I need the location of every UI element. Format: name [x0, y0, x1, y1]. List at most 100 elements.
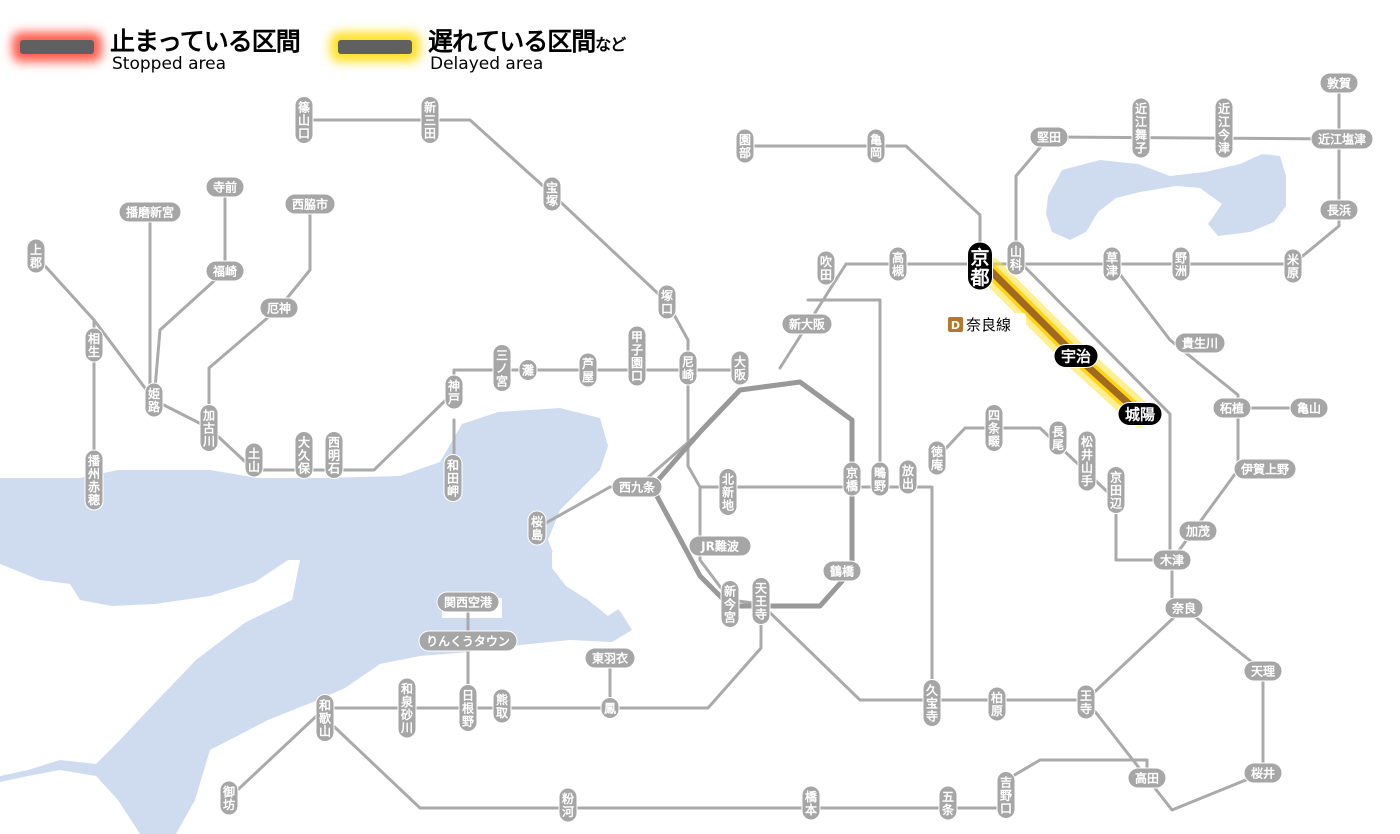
station-osaka[interactable]: 大阪 [730, 350, 750, 386]
station-hanaten[interactable]: 放出 [898, 459, 918, 495]
station-shigino[interactable]: 鴫野 [870, 461, 890, 497]
station-kumatori[interactable]: 熊取 [492, 688, 512, 724]
station-nishiwakishi[interactable]: 西脇市 [284, 193, 336, 215]
station-higashihagoromo[interactable]: 東羽衣 [584, 647, 636, 669]
station-tennoji[interactable]: 天王寺 [751, 577, 771, 625]
station-kameyama[interactable]: 亀山 [1289, 397, 1329, 419]
station-hashimoto[interactable]: 橋本 [801, 785, 821, 821]
station-kamigori[interactable]: 上郡 [26, 238, 46, 274]
station-badge [801, 785, 821, 821]
station-nara[interactable]: 奈良 [1164, 597, 1204, 619]
station-maibara[interactable]: 米原 [1283, 248, 1303, 284]
station-label: 桜井 [1251, 766, 1275, 781]
station-kansaiairport[interactable]: 関西空港 [436, 591, 500, 613]
station-kokawa[interactable]: 粉河 [558, 787, 578, 823]
station-nada[interactable]: 灘 [518, 359, 538, 381]
station-kibukawa[interactable]: 貴生川 [1174, 332, 1226, 354]
station-kobe[interactable]: 神戸 [444, 374, 464, 410]
station-kyobashi[interactable]: 京橋 [842, 461, 862, 497]
station-omiimazu[interactable]: 近江今津 [1214, 97, 1234, 159]
station-kyuhoji[interactable]: 久宝寺 [922, 679, 942, 727]
station-takada[interactable]: 高田 [1127, 767, 1167, 789]
station-nagao[interactable]: 長尾 [1048, 420, 1068, 456]
station-tsuruga[interactable]: 敦賀 [1319, 72, 1359, 94]
station-yakujin[interactable]: 厄神 [259, 297, 299, 319]
station-sannomiya[interactable]: 三ノ宮 [492, 344, 512, 392]
station-amagasaki[interactable]: 尼崎 [678, 350, 698, 386]
station-fukusaki[interactable]: 福崎 [205, 260, 245, 282]
station-wadamisaki[interactable]: 和田岬 [443, 454, 463, 502]
station-nishiakashi[interactable]: 西明石 [324, 431, 344, 479]
station-wakayama[interactable]: 和歌山 [315, 694, 335, 742]
station-kitashinchi[interactable]: 北新地 [718, 468, 738, 516]
station-tsuruhashi[interactable]: 鶴橋 [822, 560, 862, 582]
station-kyoto[interactable]: 京都 [967, 241, 993, 291]
station-kusatsu[interactable]: 草津 [1102, 246, 1122, 282]
station-sonobe[interactable]: 園部 [735, 128, 755, 164]
station-omishiotsu[interactable]: 近江塩津 [1310, 128, 1374, 150]
station-harimashingu[interactable]: 播磨新宮 [118, 201, 182, 223]
station-badge [898, 459, 918, 495]
track-8 [152, 185, 227, 402]
station-yamashina[interactable]: 山科 [1006, 240, 1026, 276]
station-izumisunagawa[interactable]: 和泉砂川 [397, 677, 417, 739]
station-kamo[interactable]: 加茂 [1178, 520, 1218, 542]
station-shinsanda[interactable]: 新三田 [420, 96, 440, 144]
station-label: 吹田 [820, 254, 833, 282]
station-tenri[interactable]: 天理 [1243, 660, 1283, 682]
station-otori[interactable]: 鳳 [600, 697, 620, 719]
station-label: 新三田 [424, 100, 436, 141]
station-hineno[interactable]: 日根野 [458, 684, 478, 732]
station-tokuan[interactable]: 徳庵 [927, 440, 947, 476]
station-tsuge[interactable]: 柘植 [1212, 397, 1252, 419]
station-dobo[interactable]: 土山 [244, 442, 264, 478]
station-himeji[interactable]: 姫路 [144, 382, 164, 418]
station-gojo[interactable]: 五条 [938, 785, 958, 821]
station-harimaako[interactable]: 播州赤穂 [84, 449, 104, 511]
station-badge [1319, 199, 1359, 221]
station-matsuiyamate[interactable]: 松井山手 [1077, 430, 1097, 492]
station-shijonawate[interactable]: 四条畷 [984, 404, 1004, 452]
station-yasu[interactable]: 野洲 [1171, 246, 1191, 282]
station-kakogawa[interactable]: 加古川 [199, 404, 219, 452]
station-kyotanabe[interactable]: 京田辺 [1106, 466, 1126, 514]
station-sakurajima[interactable]: 桜島 [527, 510, 547, 546]
station-aioi[interactable]: 相生 [84, 327, 104, 363]
station-badge [315, 694, 335, 742]
station-nishikujo[interactable]: 西九条 [611, 476, 663, 498]
station-katata[interactable]: 堅田 [1029, 126, 1069, 148]
station-takatsuki[interactable]: 高槻 [888, 246, 908, 282]
station-badge [219, 780, 239, 816]
station-sakurai[interactable]: 桜井 [1243, 762, 1283, 784]
station-rinkutown[interactable]: りんくうタウン [418, 630, 518, 652]
station-badge [735, 128, 755, 164]
station-sasayamaguchi[interactable]: 篠山口 [294, 96, 314, 144]
station-okubo[interactable]: 大久保 [294, 431, 314, 479]
station-badge [938, 785, 958, 821]
station-shinosaka[interactable]: 新大阪 [781, 313, 833, 335]
station-label: 福崎 [212, 264, 237, 279]
station-label: 和田岬 [446, 458, 459, 499]
station-teramae[interactable]: 寺前 [205, 176, 245, 198]
station-nagahama[interactable]: 長浜 [1319, 199, 1359, 221]
station-takarazuka[interactable]: 宝塚 [542, 176, 562, 212]
station-gobo[interactable]: 御坊 [219, 780, 239, 816]
station-jrnamba[interactable]: JR難波 [688, 535, 752, 557]
station-label: 徳庵 [930, 444, 944, 472]
station-koshienguchi[interactable]: 甲子園口 [627, 325, 647, 387]
station-badge [443, 454, 463, 502]
station-kameoka[interactable]: 亀岡 [866, 128, 886, 164]
station-uji[interactable]: 宇治 [1053, 344, 1099, 368]
station-tsukaguchi[interactable]: 塚口 [657, 284, 677, 320]
station-ashiya[interactable]: 芦屋 [578, 352, 598, 388]
station-kizu[interactable]: 木津 [1152, 549, 1192, 571]
station-igaueno[interactable]: 伊賀上野 [1233, 458, 1297, 480]
station-omimaiko[interactable]: 近江舞子 [1131, 97, 1151, 159]
legend-stopped-ja: 止まっている区間 [110, 27, 301, 56]
station-joyo[interactable]: 城陽 [1117, 402, 1163, 426]
station-oji[interactable]: 王寺 [1076, 684, 1096, 720]
station-suita[interactable]: 吹田 [816, 250, 836, 286]
station-kashiwara[interactable]: 柏原 [987, 686, 1007, 722]
station-shinimamiya[interactable]: 新今宮 [720, 580, 740, 628]
station-yoshinoguchi[interactable]: 吉野口 [996, 771, 1016, 819]
